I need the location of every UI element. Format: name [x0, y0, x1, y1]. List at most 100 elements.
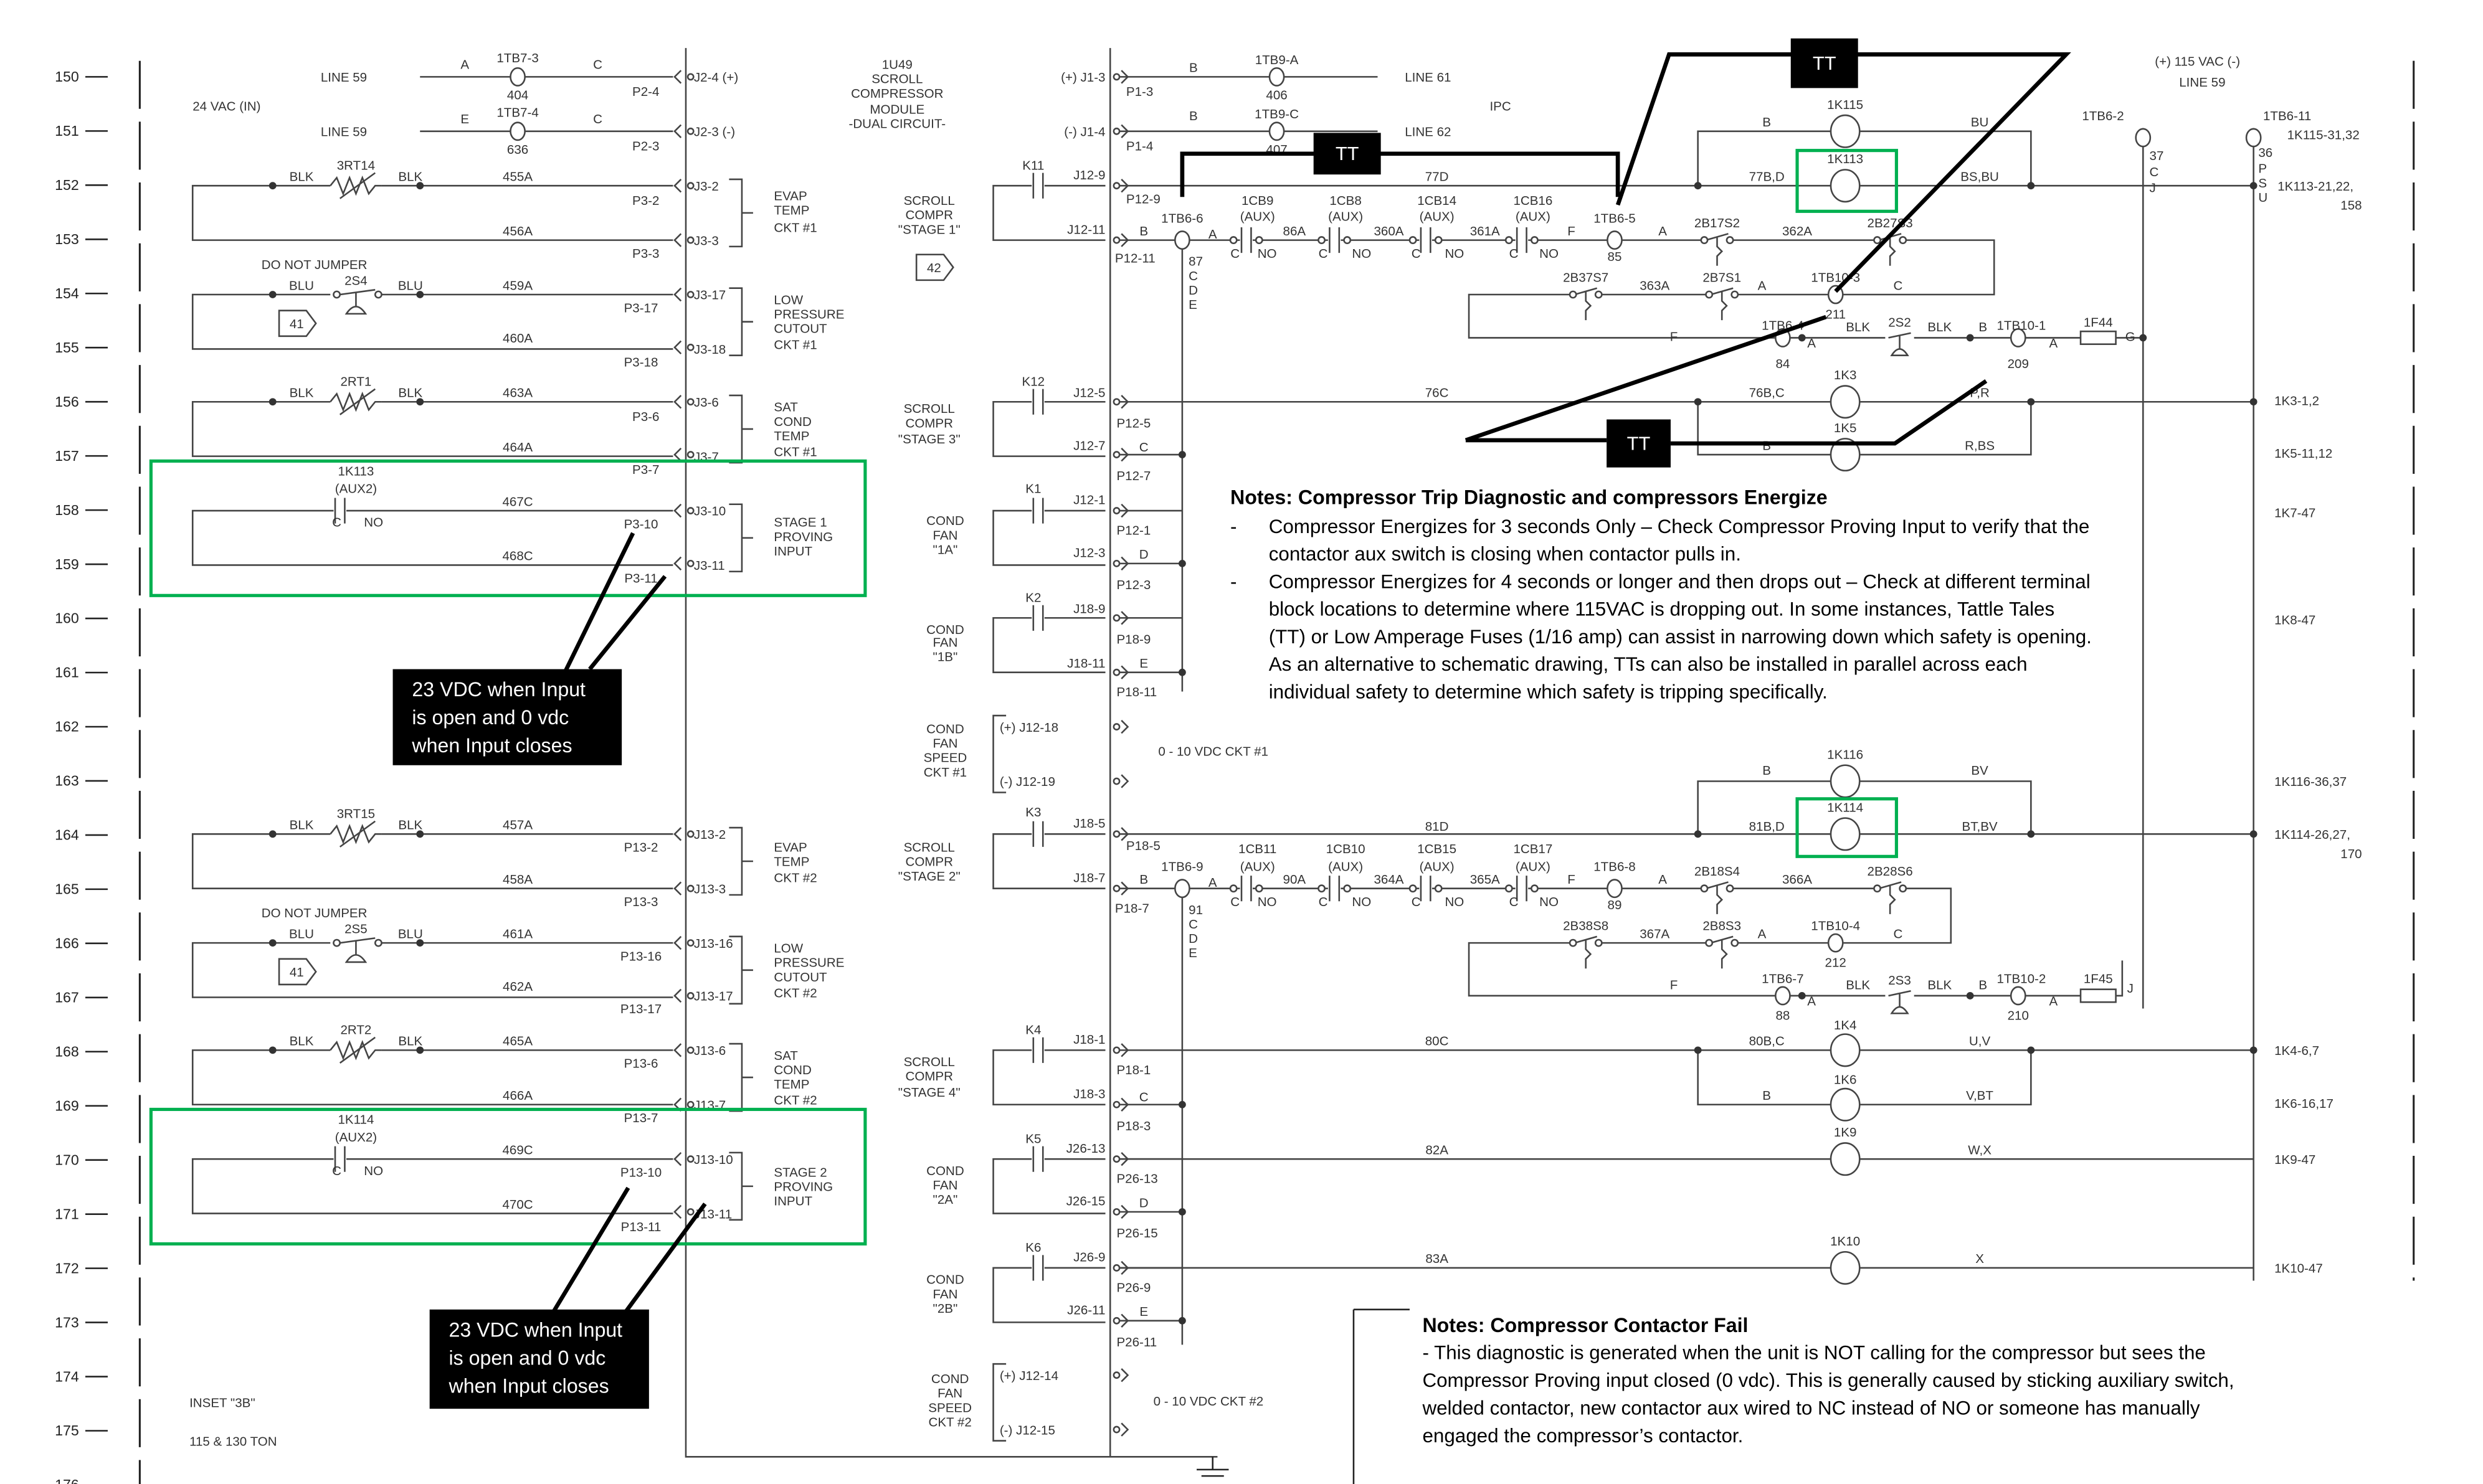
plug-icon — [1121, 447, 1129, 462]
jack-icon — [673, 124, 682, 138]
schematic-label: P12-5 — [1116, 416, 1151, 430]
schematic-label: A — [1658, 224, 1667, 239]
note-text: Compressor Energizes for 4 seconds or lo… — [1269, 570, 2091, 592]
stage-2-proving-input-highlight — [149, 1107, 867, 1245]
schematic-label: COMPR — [905, 855, 952, 869]
schematic-label: P18-11 — [1116, 685, 1157, 699]
schematic-label: 1TB9-C — [1255, 107, 1299, 121]
schematic-label: 367A — [1640, 927, 1669, 941]
junction-dot — [2249, 182, 2257, 190]
breaker-aux-contact-icon — [1343, 884, 1352, 893]
schematic-label: "1B" — [933, 650, 958, 664]
safety-switch-icon — [1705, 290, 1714, 299]
schematic-label: FAN — [938, 1386, 962, 1401]
pressure-switch-icon — [374, 938, 382, 947]
schematic-label: 1K8-47 — [2274, 613, 2315, 628]
schematic-label: E — [1189, 946, 1197, 960]
relay-contact-icon — [1032, 173, 1044, 199]
schematic-label: J26-13 — [1066, 1141, 1106, 1156]
junction-dot — [416, 939, 424, 947]
schematic-label: 211 — [1825, 308, 1846, 322]
schematic-label: BLU — [398, 927, 423, 941]
schematic-label: D — [1139, 1196, 1149, 1210]
schematic-label: 362A — [1782, 224, 1812, 239]
breaker-aux-contact-icon — [1420, 227, 1431, 253]
plug-icon — [1121, 179, 1129, 193]
schematic-label: 2B38S8 — [1563, 919, 1608, 933]
schematic-label: 80C — [1425, 1034, 1449, 1049]
schematic-label: P3-3 — [632, 247, 659, 261]
schematic-label: 2B27S3 — [1868, 216, 1913, 230]
schematic-label: P13-3 — [624, 895, 658, 909]
tattle-tale-lead — [623, 1203, 707, 1314]
schematic-label: J18-9 — [1073, 602, 1105, 617]
schematic-label: (AUX2) — [335, 1130, 377, 1145]
tattle-tale-label: TT — [1627, 432, 1651, 454]
schematic-label: 1CB17 — [1513, 842, 1552, 856]
junction-dot — [268, 830, 277, 838]
plug-icon — [1121, 1422, 1129, 1437]
schematic-label: 1CB10 — [1326, 842, 1365, 856]
schematic-label: (+) J12-18 — [1000, 721, 1058, 735]
schematic-label: B — [1139, 872, 1148, 887]
schematic-label: 85 — [1608, 250, 1622, 264]
schematic-label: -DUAL CIRCUIT- — [848, 117, 946, 131]
safety-switch-icon — [1700, 236, 1709, 245]
tattle-tale-lead — [1180, 151, 1620, 197]
schematic-label: 363A — [1640, 278, 1669, 293]
thermistor-icon — [330, 1036, 382, 1064]
schematic-label: NO — [1539, 247, 1559, 261]
relay-contact-icon — [1032, 821, 1044, 847]
schematic-label: SCROLL — [904, 402, 955, 416]
1k113-coil-highlight — [1795, 149, 1898, 213]
plug-icon — [1121, 556, 1129, 571]
schematic-label: BLK — [398, 818, 422, 833]
schematic-label: J3-17 — [694, 288, 726, 303]
plug-icon — [1113, 236, 1121, 244]
schematic-label: BLK — [1846, 978, 1870, 993]
schematic-label: 3RT15 — [337, 807, 375, 821]
schematic-label: 1CB15 — [1417, 842, 1456, 856]
breaker-aux-contact-icon — [1327, 876, 1341, 902]
safety-switch-icon — [1705, 938, 1714, 947]
schematic-label: 361A — [1470, 224, 1500, 239]
schematic-label: COND — [926, 514, 964, 528]
schematic-label: P13-17 — [620, 1002, 662, 1016]
jack-icon — [686, 1100, 695, 1108]
pressure-switch-icon — [339, 937, 376, 963]
breaker-aux-contact-icon — [1229, 884, 1238, 893]
schematic-label: 1K4 — [1834, 1018, 1857, 1033]
schematic-label: E — [460, 112, 469, 126]
schematic-label: EVAP — [774, 841, 807, 855]
schematic-label: 1TB7-3 — [496, 51, 538, 65]
schematic-label: COND — [926, 1164, 964, 1178]
schematic-label: 88 — [1775, 1009, 1790, 1023]
jack-icon — [686, 507, 695, 514]
plug-icon — [1121, 70, 1129, 84]
junction-dot — [1966, 334, 1974, 342]
relay-output-loop — [992, 400, 1106, 457]
line-number: 165 — [55, 881, 79, 897]
bracket — [992, 714, 1007, 793]
plug-icon — [1113, 1425, 1121, 1434]
schematic-label: C — [332, 1164, 341, 1178]
breaker-aux-contact-icon — [1240, 227, 1253, 253]
schematic-label: 1K115-31,32 — [2287, 128, 2360, 143]
schematic-label: 1TB10-1 — [1997, 319, 2046, 333]
terminal-icon — [1268, 121, 1285, 141]
aux-contact-icon — [334, 1146, 346, 1172]
breaker-aux-contact-icon — [1531, 236, 1539, 245]
schematic-label: "2A" — [933, 1193, 958, 1207]
line-number: 157 — [55, 448, 79, 464]
schematic-label: P26-9 — [1116, 1281, 1151, 1295]
schematic-label: LINE 61 — [1405, 70, 1451, 85]
schematic-label: BLU — [289, 927, 314, 941]
junction-dot — [416, 291, 424, 298]
relay-contact-icon — [1032, 1255, 1044, 1281]
page-reference-tag — [915, 253, 954, 281]
schematic-label: P3-11 — [624, 572, 657, 586]
junction-dot — [416, 182, 424, 190]
schematic-label: A — [1658, 872, 1667, 887]
schematic-label: D — [1139, 547, 1149, 562]
